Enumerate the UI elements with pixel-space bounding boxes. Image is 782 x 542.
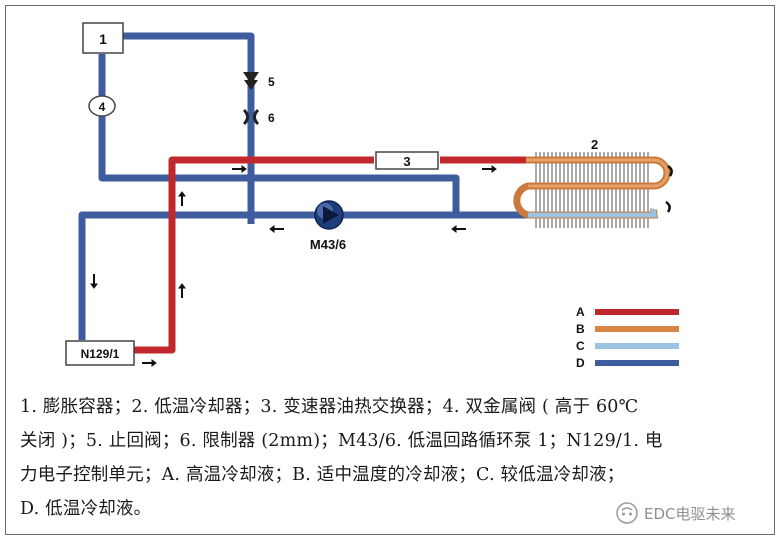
circulation-pump-icon (314, 200, 344, 230)
pipe-control-unit-to-heat-exchanger (132, 156, 374, 354)
cooler-tube-orange-inner (526, 158, 669, 188)
legend-key-a: A (576, 305, 585, 319)
expansion-tank-box (82, 22, 124, 54)
wechat-logo-icon (616, 502, 638, 524)
check-valve-label: 5 (268, 75, 275, 89)
watermark: EDC电驱未来 (616, 502, 736, 524)
cooler-outlet-arrow-icon-2 (665, 200, 671, 213)
arrow-right-icon (482, 165, 497, 173)
low-temperature-cooler: 2 (513, 137, 673, 228)
cooler-label: 2 (591, 137, 598, 152)
pipe-expansion-to-bimetal-valve (98, 54, 460, 215)
arrow-left-icon (269, 225, 284, 233)
expansion-tank-label: 1 (99, 31, 107, 47)
watermark-text: EDC电驱未来 (644, 504, 736, 523)
cooler-outlet-arrow-icon (667, 164, 673, 177)
coolant-circuit-diagram: 2 1 4 5 6 3 M43/6 N129/1 (65, 22, 679, 370)
restrictor-label: 6 (268, 111, 275, 125)
restrictor-icon (242, 108, 260, 126)
pipe-return-loop (78, 211, 526, 340)
caption-line-2: 关闭 )；5. 止回阀；6. 限制器 (2mm)；M43/6. 低温回路循环泵 … (20, 431, 663, 451)
legend-key-c: C (576, 339, 585, 353)
caption-line-1: 1. 膨胀容器；2. 低温冷却器；3. 变速器油热交换器；4. 双金属阀 ( 高… (20, 397, 639, 417)
oil-heat-exchanger-box (375, 151, 439, 170)
pipe-expansion-to-check-valve (121, 32, 255, 224)
arrow-right-icon (232, 165, 247, 173)
legend-swatch-c (595, 343, 679, 349)
caption-line-4: D. 低温冷却液。 (20, 499, 152, 519)
figure-frame: 2 1 4 5 6 3 M43/6 N129/1 (5, 5, 775, 535)
arrow-up-icon (178, 283, 186, 298)
cooler-tube-lightblue (528, 208, 658, 218)
bimetal-valve-icon (88, 95, 116, 117)
legend-swatch-d (595, 360, 679, 366)
pump-label: M43/6 (310, 237, 346, 252)
control-unit-label: N129/1 (81, 347, 120, 361)
arrow-down-icon (90, 274, 98, 289)
figure-caption: 1. 膨胀容器；2. 低温冷却器；3. 变速器油热交换器；4. 双金属阀 ( 高… (20, 390, 768, 526)
caption-line-3: 力电子控制单元；A. 高温冷却液；B. 适中温度的冷却液；C. 较低温冷却液； (20, 465, 625, 485)
control-unit-box (65, 340, 135, 366)
flow-arrows (90, 165, 497, 367)
arrow-right-icon (142, 359, 157, 367)
legend-key-b: B (576, 322, 585, 336)
legend-key-d: D (576, 356, 585, 370)
legend-swatch-a (595, 309, 679, 315)
legend-swatch-b (595, 326, 679, 332)
oil-heat-exchanger-label: 3 (403, 154, 410, 169)
arrow-left-icon (451, 225, 466, 233)
bimetal-valve-label: 4 (99, 100, 106, 114)
check-valve-icon (243, 72, 259, 90)
arrow-up-icon (178, 191, 186, 206)
